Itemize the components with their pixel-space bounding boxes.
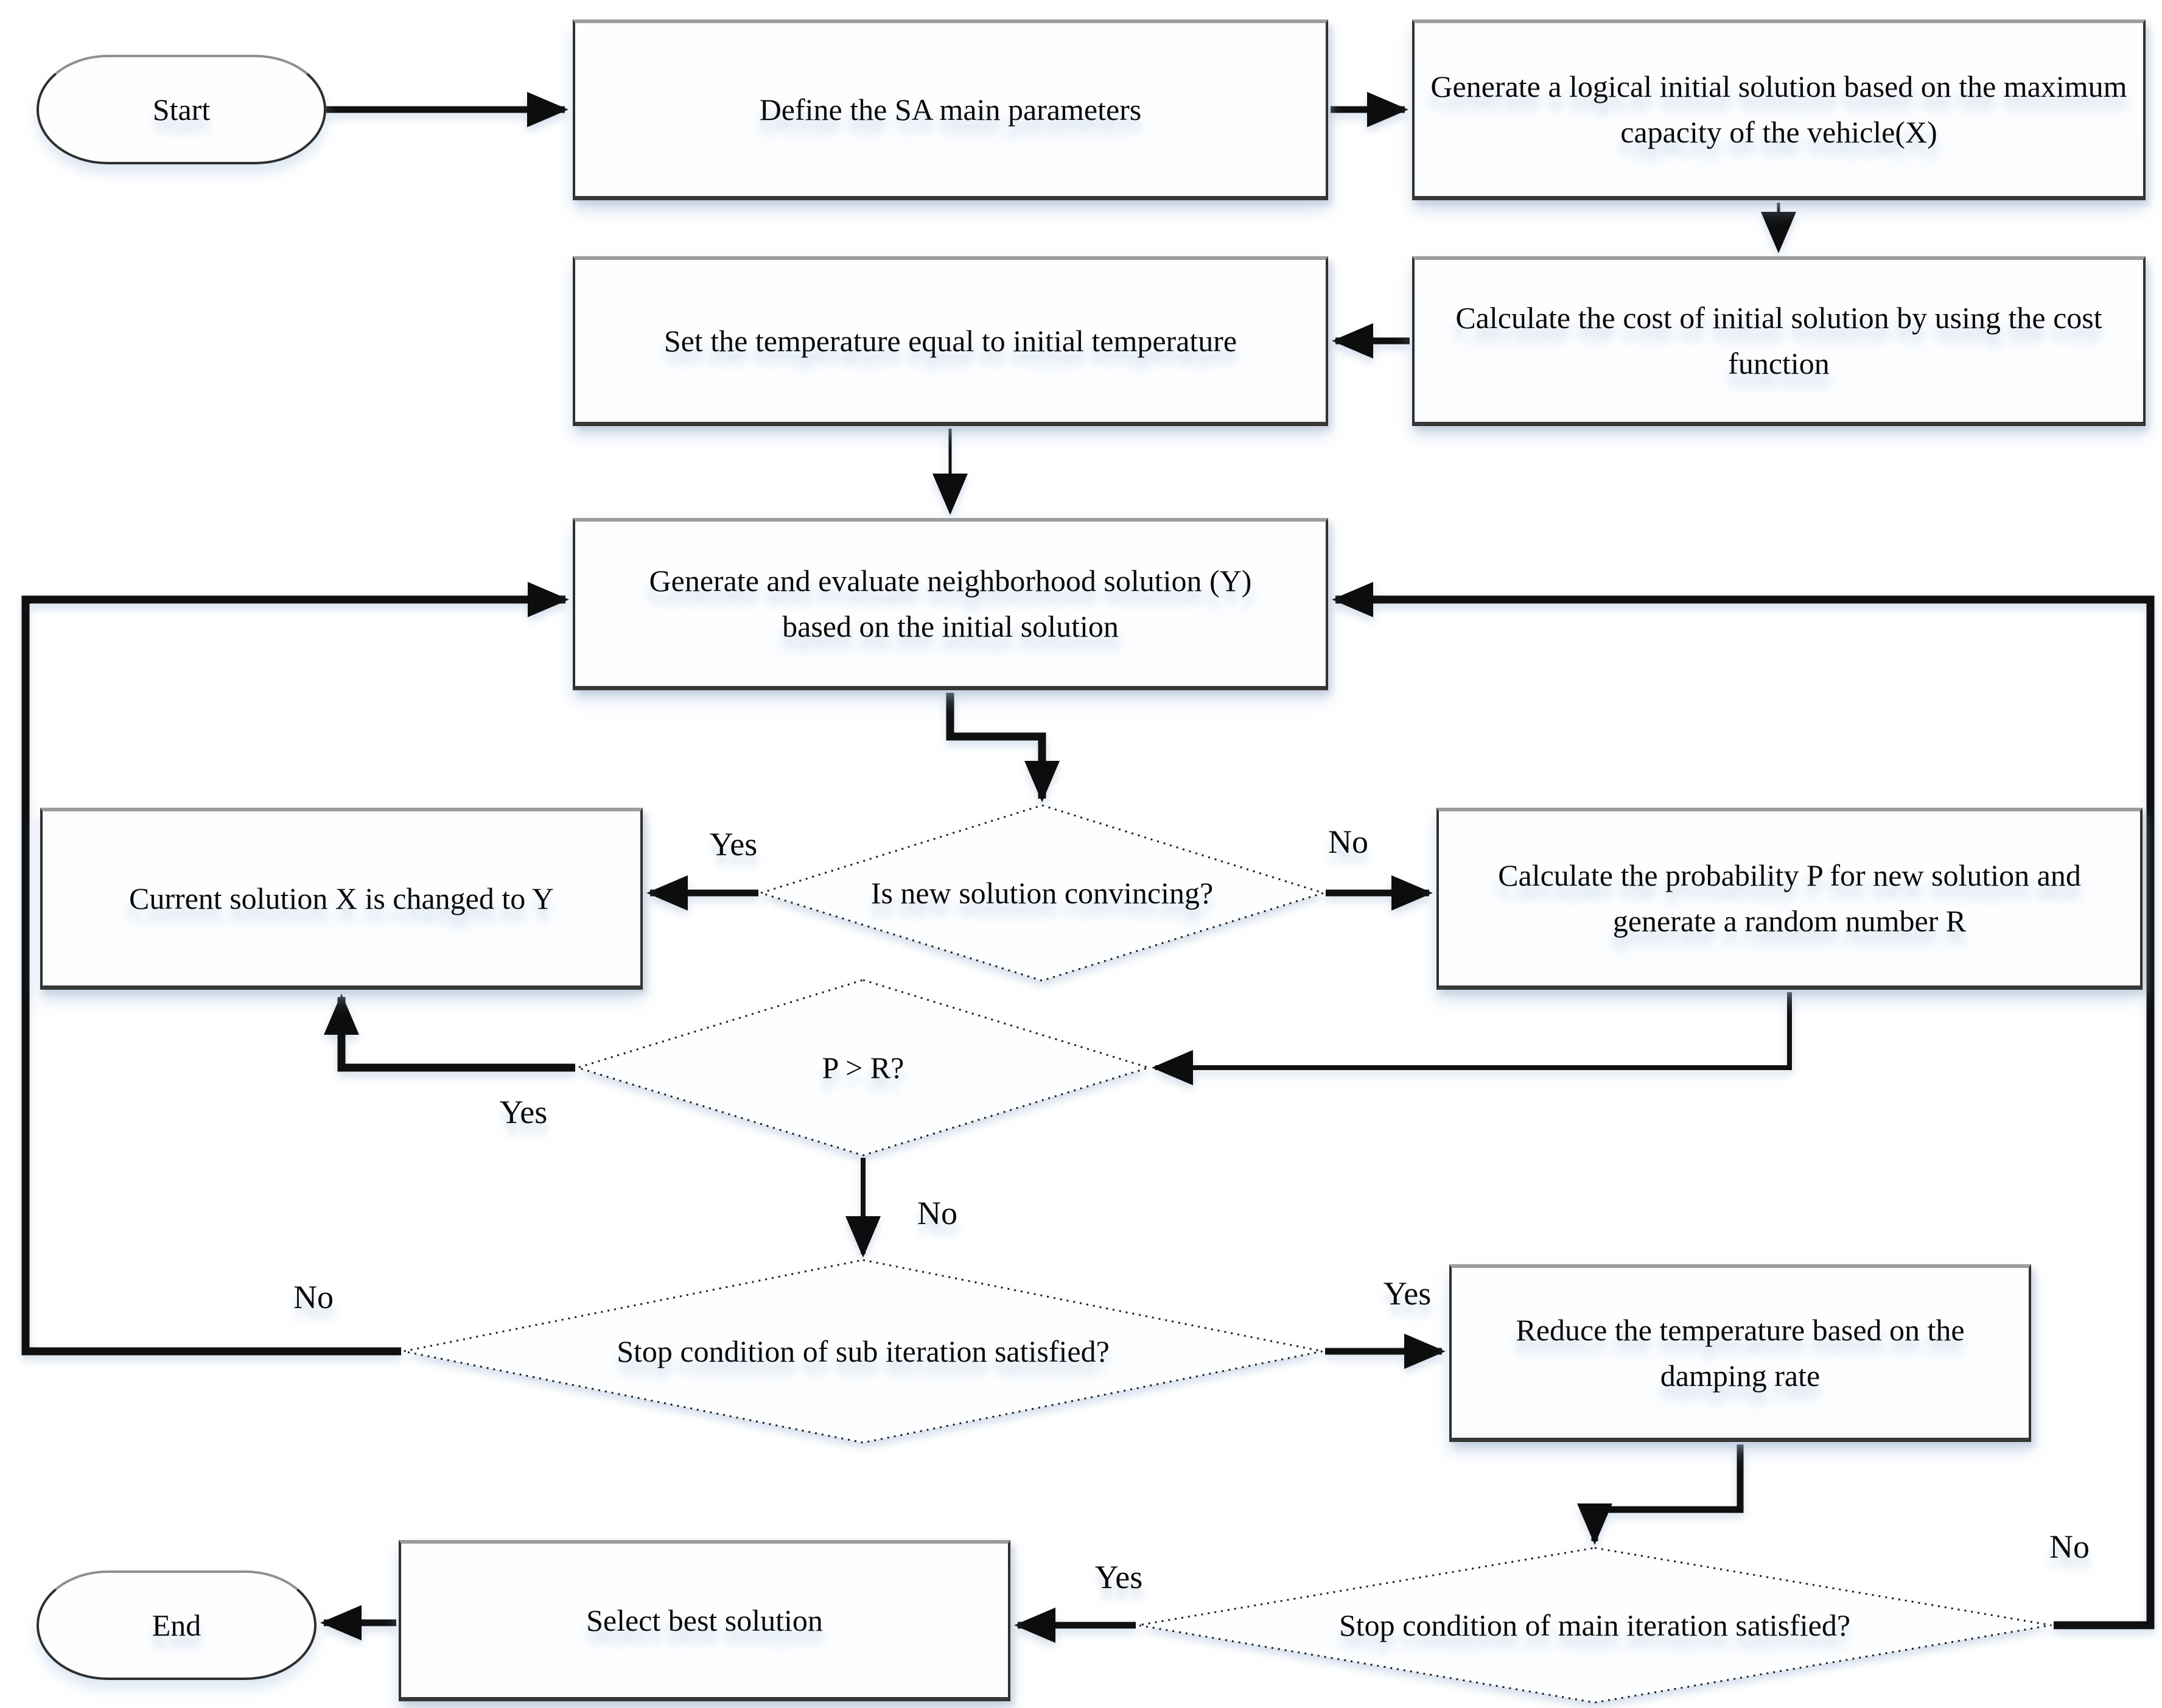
- process-reduce-temperature-label: Reduce the temperature based on the damp…: [1516, 1312, 1965, 1393]
- start-label: Start: [152, 92, 211, 127]
- decision-is-new-solution-convincing: [757, 804, 1327, 982]
- process-current-solution-changed-label: Current solution X is changed to Y: [128, 881, 554, 915]
- process-generate-initial-solution-label: Generate a logical initial solution base…: [1430, 69, 2127, 149]
- process-generate-neighborhood: Generate and evaluate neighborhood solut…: [573, 518, 1328, 690]
- edge-label-main-yes: Yes: [1094, 1559, 1143, 1595]
- process-select-best-solution-label: Select best solution: [586, 1603, 823, 1637]
- process-calculate-probability: Calculate the probability P for new solu…: [1436, 808, 2143, 990]
- process-define-parameters-label: Define the SA main parameters: [759, 92, 1142, 127]
- edge-probability-to-p-gt-r: [1152, 992, 1792, 1085]
- edge-label-sub-no: No: [293, 1279, 334, 1315]
- process-generate-neighborhood-label: Generate and evaluate neighborhood solut…: [649, 564, 1252, 643]
- process-set-temperature: Set the temperature equal to initial tem…: [573, 256, 1328, 426]
- end-terminator: End: [37, 1570, 317, 1680]
- edge-label-pr-yes: Yes: [499, 1094, 548, 1130]
- edge-label-pr-no: No: [917, 1195, 957, 1231]
- process-calculate-probability-label: Calculate the probability P for new solu…: [1498, 858, 2081, 938]
- decision-p-gt-r: [574, 979, 1152, 1157]
- decision-stop-main-iteration: [1138, 1547, 2052, 1704]
- process-select-best-solution: Select best solution: [399, 1540, 1010, 1701]
- edge-p-gt-r-yes-to-current: [324, 993, 575, 1072]
- edge-label-main-no: No: [2049, 1528, 2090, 1565]
- process-set-temperature-label: Set the temperature equal to initial tem…: [663, 323, 1237, 358]
- process-define-parameters: Define the SA main parameters: [573, 19, 1328, 200]
- edge-generate-neighbor-to-convincing: [946, 693, 1060, 802]
- process-reduce-temperature: Reduce the temperature based on the damp…: [1449, 1264, 2031, 1442]
- process-calculate-cost: Calculate the cost of initial solution b…: [1412, 256, 2146, 426]
- process-generate-initial-solution: Generate a logical initial solution base…: [1412, 19, 2146, 200]
- edge-stop-main-no-feedback: [1332, 582, 2155, 1629]
- process-calculate-cost-label: Calculate the cost of initial solution b…: [1455, 301, 2102, 380]
- edge-label-convincing-yes: Yes: [709, 826, 758, 863]
- edge-label-sub-yes: Yes: [1383, 1275, 1432, 1312]
- start-terminator: Start: [37, 55, 326, 164]
- decision-stop-sub-iteration: [403, 1259, 1323, 1444]
- edge-stop-sub-no-feedback: [21, 582, 569, 1356]
- edge-label-convincing-no: No: [1328, 824, 1368, 860]
- edge-reduce-to-stop-main: [1577, 1444, 1744, 1545]
- process-current-solution-changed: Current solution X is changed to Y: [40, 808, 643, 990]
- end-label: End: [152, 1608, 201, 1642]
